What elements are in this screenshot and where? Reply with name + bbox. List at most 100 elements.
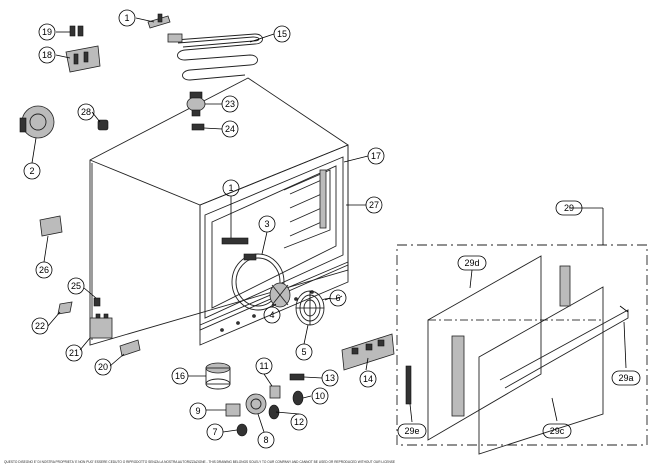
copyright-footer: QUESTO DISEGNO E' DI NOSTRA PROPRIETA' E… [4, 460, 396, 464]
callout-18: 18 [38, 46, 56, 64]
svg-text:24: 24 [225, 124, 235, 134]
svg-text:13: 13 [325, 373, 335, 383]
callout-3: 3 [258, 215, 276, 233]
callout-21: 21 [65, 344, 83, 362]
svg-text:14: 14 [363, 374, 373, 384]
callout-20: 20 [94, 358, 112, 376]
svg-text:16: 16 [175, 371, 185, 381]
svg-text:27: 27 [369, 200, 379, 210]
svg-text:28: 28 [81, 107, 91, 117]
callout-9: 9 [189, 402, 207, 420]
svg-text:6: 6 [335, 293, 340, 303]
callout-27: 27 [365, 196, 383, 214]
callout-10: 10 [311, 387, 329, 405]
svg-text:26: 26 [39, 265, 49, 275]
callout-19: 19 [38, 23, 56, 41]
probe-part [191, 123, 205, 131]
svg-text:5: 5 [301, 347, 306, 357]
small-knob-part [236, 423, 248, 437]
callout-13: 13 [321, 369, 339, 387]
fuse-holder-part [69, 25, 84, 37]
callout-28: 28 [77, 103, 95, 121]
bracket-part-lower [221, 237, 249, 245]
door-assembly-box [396, 244, 648, 455]
svg-text:4: 4 [269, 310, 274, 320]
svg-text:10: 10 [315, 391, 325, 401]
callout-11: 11 [255, 357, 273, 375]
clip-part [57, 301, 73, 315]
callout-2: 2 [23, 162, 41, 180]
svg-text:29e: 29e [404, 426, 419, 436]
svg-text:29a: 29a [618, 373, 633, 383]
svg-text:11: 11 [259, 361, 268, 371]
svg-text:2: 2 [29, 166, 34, 176]
switch-part [93, 297, 101, 307]
callout-23: 23 [221, 95, 239, 113]
svg-text:29: 29 [564, 203, 574, 213]
callout-29d: 29d [457, 255, 487, 271]
fan-guard-part [295, 290, 325, 326]
svg-text:20: 20 [98, 362, 108, 372]
rotary-switch-part [225, 403, 241, 417]
leader-lines [31, 17, 627, 433]
svg-text:3: 3 [264, 219, 269, 229]
fan-part [269, 282, 291, 308]
heating-element-part [167, 33, 263, 81]
svg-text:12: 12 [294, 417, 304, 427]
svg-text:19: 19 [42, 27, 52, 37]
callout-22: 22 [31, 317, 49, 335]
svg-text:8: 8 [263, 435, 268, 445]
svg-text:18: 18 [42, 50, 52, 60]
callout-25: 25 [67, 277, 85, 295]
control-board-part [341, 333, 395, 371]
bracket-part-small [119, 339, 141, 357]
callout-4: 4 [263, 306, 281, 324]
svg-text:23: 23 [225, 99, 235, 109]
callout-1-lower: 1 [222, 179, 240, 197]
knob-part-b [292, 390, 304, 406]
callout-29a: 29a [611, 370, 641, 386]
svg-text:1: 1 [228, 183, 233, 193]
callout-24: 24 [221, 120, 239, 138]
callout-12: 12 [290, 413, 308, 431]
terminal-block-part [65, 45, 101, 73]
svg-text:29d: 29d [464, 258, 479, 268]
callout-29c: 29c [542, 423, 572, 439]
svg-text:17: 17 [371, 151, 381, 161]
callout-29: 29 [555, 200, 583, 216]
capacitor-part [205, 362, 231, 390]
svg-text:1: 1 [124, 13, 129, 23]
callout-1-top: 1 [118, 9, 136, 27]
ring-element-part [231, 253, 285, 311]
callout-17: 17 [367, 147, 385, 165]
svg-text:29c: 29c [550, 426, 565, 436]
svg-text:22: 22 [35, 321, 45, 331]
callout-14: 14 [359, 370, 377, 388]
oven-body [89, 77, 349, 346]
cable-part [321, 295, 343, 301]
cap-part [97, 119, 109, 131]
callout-7: 7 [206, 423, 224, 441]
callout-5: 5 [295, 343, 313, 361]
relay-part [89, 313, 113, 339]
callout-26: 26 [35, 261, 53, 279]
callouts: 1 15 19 18 2 28 23 24 17 1 27 3 26 4 6 5… [23, 9, 641, 449]
callout-16: 16 [171, 367, 189, 385]
bracket-part-top [147, 13, 171, 29]
callout-15: 15 [273, 25, 291, 43]
callout-6: 6 [329, 289, 347, 307]
connector-part [289, 373, 305, 381]
callout-8: 8 [257, 431, 275, 449]
svg-text:25: 25 [71, 281, 81, 291]
motor-part [19, 105, 55, 139]
thermostat-part [186, 91, 206, 117]
lamp-part [269, 385, 281, 399]
svg-text:21: 21 [69, 348, 79, 358]
callout-29e: 29e [397, 423, 427, 439]
svg-text:15: 15 [277, 29, 287, 39]
timer-part [245, 393, 267, 415]
svg-text:7: 7 [212, 427, 217, 437]
plate-part [39, 215, 63, 237]
svg-text:9: 9 [195, 406, 200, 416]
